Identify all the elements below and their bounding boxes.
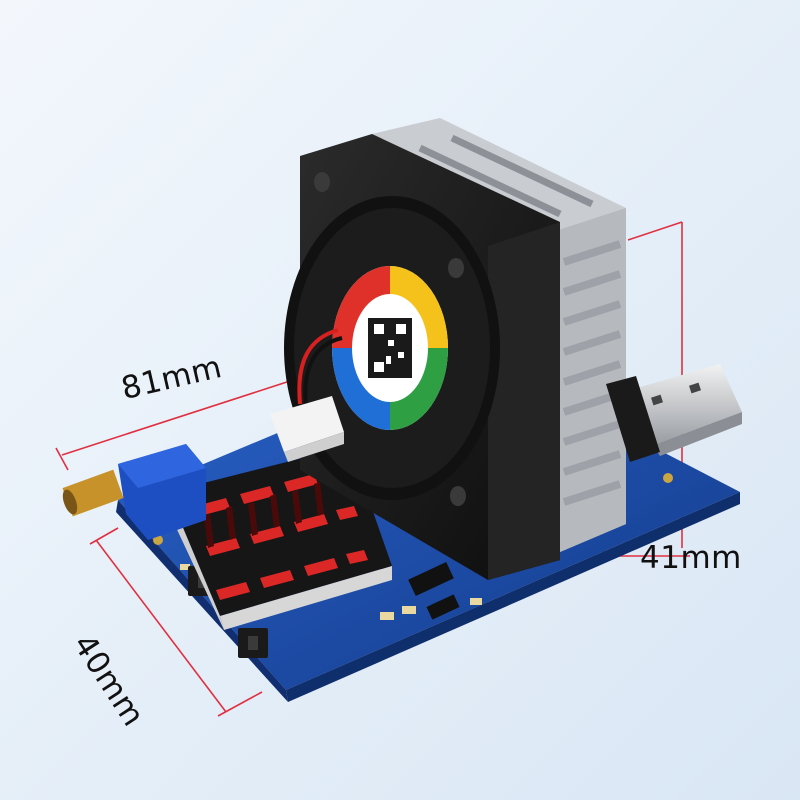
height-dimension-line xyxy=(627,221,683,241)
height-dimension-label: 41mm xyxy=(640,540,742,576)
usb-plug-icon xyxy=(606,364,742,462)
width-dimension-line xyxy=(95,539,227,713)
length-dimension-line xyxy=(61,367,331,456)
potentiometer xyxy=(62,444,206,540)
fan-cable-connector xyxy=(270,328,344,462)
fan-qr-sticker-icon xyxy=(332,266,448,430)
